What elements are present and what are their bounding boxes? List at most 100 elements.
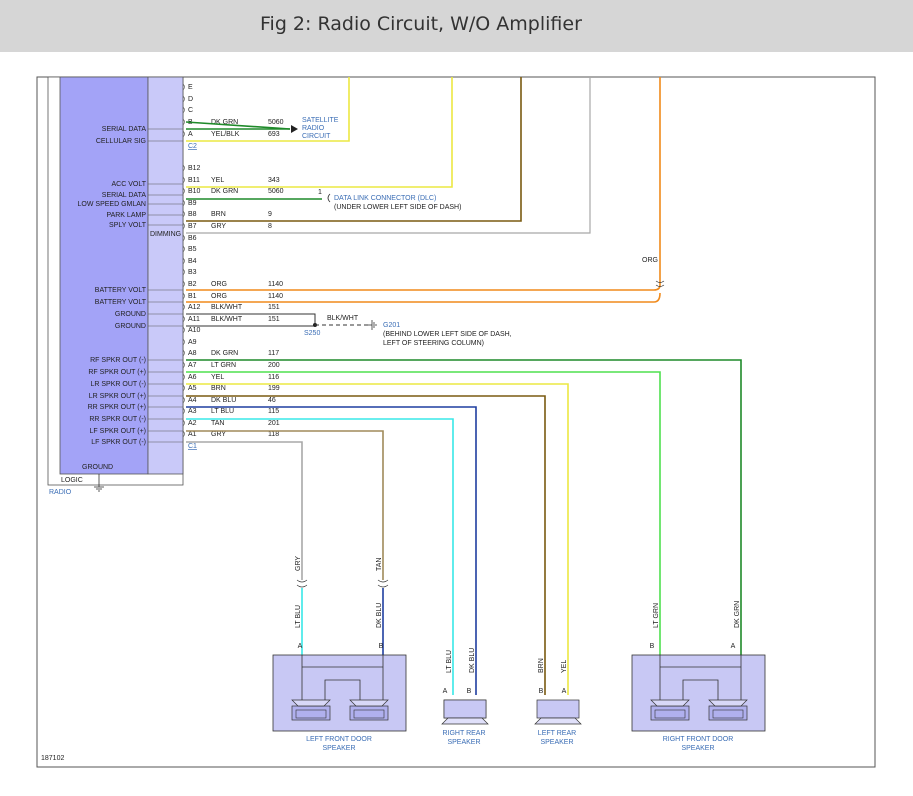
dlc-location-label: (UNDER LOWER LEFT SIDE OF DASH): [334, 204, 461, 211]
wire-circuit-label: 1140: [268, 293, 283, 300]
pin-label: A6: [188, 374, 197, 381]
figure-id: 187102: [41, 755, 64, 762]
pin-terminal-icon: [182, 164, 185, 172]
lrs-speaker-name: LEFT REAR: [538, 730, 576, 737]
radio-signal-label: GROUND: [115, 311, 146, 318]
wire-circuit-label: 343: [268, 177, 280, 184]
wire-color-label: BLK/WHT: [211, 316, 243, 323]
lrs-wire-label-b: YEL: [561, 660, 568, 673]
rr-speaker-name: RIGHT REAR: [442, 730, 485, 737]
wire-circuit-label: 46: [268, 397, 276, 404]
lf-wire-upper-label-a: GRY: [295, 556, 302, 571]
radio-signal-label: LF SPKR OUT (+): [90, 428, 146, 435]
rf-internal-wiring: [659, 655, 742, 700]
lf-wire-lower-label-a: LT BLU: [295, 605, 302, 628]
connector-c2-label: C2: [188, 143, 197, 150]
radio-signal-label: RF SPKR OUT (-): [90, 357, 146, 364]
pin-label: A3: [188, 408, 197, 415]
wire-acc-volt: [186, 77, 453, 188]
lf-speaker-name-2: SPEAKER: [322, 745, 355, 752]
rr-speaker-icon: [441, 699, 489, 725]
radio-logic-label: LOGIC: [61, 477, 83, 484]
wire-circuit-label: 1140: [268, 281, 283, 288]
pin-label: C: [188, 107, 193, 114]
rr-pin-b: B: [467, 688, 472, 695]
radio-signal-label: SERIAL DATA: [102, 192, 147, 199]
wire-color-label: DK BLU: [211, 397, 236, 404]
rf-speaker-name: RIGHT FRONT DOOR: [663, 736, 734, 743]
pin-terminal-icon: [182, 384, 185, 392]
wire-circuit-label: 201: [268, 420, 280, 427]
rfs-pin-b: B: [650, 643, 655, 650]
pin-terminal-icon: [182, 118, 185, 126]
pin-label: A: [188, 131, 193, 138]
radio-signal-label: BATTERY VOLT: [95, 299, 147, 306]
pin-label: B12: [188, 165, 201, 172]
pin-label: B10: [188, 188, 201, 195]
lr-speaker-icon: [534, 699, 582, 725]
pin-terminal-icon: [182, 130, 185, 138]
pin-label: B2: [188, 281, 197, 288]
wire-color-label: BLK/WHT: [211, 304, 243, 311]
satellite-label-3: CIRCUIT: [302, 133, 331, 140]
radio-signal-label: RR SPKR OUT (-): [89, 416, 146, 423]
pin-label: A12: [188, 304, 201, 311]
wire-color-label: ORG: [211, 281, 227, 288]
wire-color-label: LT BLU: [211, 408, 234, 415]
satellite-arrow-icon: [291, 125, 298, 133]
wire-circuit-label: 5060: [268, 188, 284, 195]
satellite-label-1: SATELLITE: [302, 117, 339, 124]
rr-speaker-name-2: SPEAKER: [447, 739, 480, 746]
g201-ground-icon: [368, 320, 377, 330]
radio-signal-label: PARK LAMP: [106, 212, 146, 219]
ground-wire-label: BLK/WHT: [327, 315, 359, 322]
wire-circuit-label: 8: [268, 223, 272, 230]
g201-location-1: (BEHIND LOWER LEFT SIDE OF DASH,: [383, 331, 512, 338]
pin-label: D: [188, 96, 193, 103]
chassis-ground-icon: [94, 486, 104, 492]
wire-color-label: YEL: [211, 177, 224, 184]
wire-circuit-label: 200: [268, 362, 280, 369]
pin-terminal-icon: [182, 199, 185, 207]
pin-terminal-icon: [182, 338, 185, 346]
pin-label: B11: [188, 177, 200, 184]
lf-internal-wiring: [301, 655, 384, 700]
pin-terminal-icon: [182, 268, 185, 276]
radio-signal-label: CELLULAR SIG: [96, 138, 146, 145]
pin-label: A1: [188, 431, 197, 438]
pin-label: B6: [188, 235, 197, 242]
pin-label: A4: [188, 397, 197, 404]
wire-circuit-label: 5060: [268, 119, 284, 126]
pin-terminal-icon: [182, 361, 185, 369]
dlc-pin-label: 1: [318, 189, 322, 196]
lf-wire-lower-label-b: DK BLU: [376, 603, 383, 628]
lrs-pin-b: B: [539, 688, 544, 695]
dimming-label: DIMMING: [150, 231, 181, 238]
wire-rr-pos: [186, 406, 477, 695]
wire-color-label: DK GRN: [211, 188, 238, 195]
wire-color-label: BRN: [211, 385, 226, 392]
dlc-connector-icon: [327, 193, 331, 203]
pin-terminal-icon: [182, 95, 185, 103]
wire-satellite: [185, 121, 291, 130]
pin-terminal-icon: [182, 280, 185, 288]
radio-signal-label: GROUND: [115, 323, 146, 330]
wire-circuit-label: 116: [268, 374, 279, 381]
pin-terminal-icon: [182, 326, 185, 334]
wire-rf-neg: [186, 359, 742, 655]
pin-label: E: [188, 84, 193, 91]
lf-speaker-name: LEFT FRONT DOOR: [306, 736, 372, 743]
lrs-speaker-name-2: SPEAKER: [540, 739, 573, 746]
wire-lr-neg: [186, 383, 569, 695]
wire-battery-2: [186, 292, 661, 303]
rfs-pin-a: A: [731, 643, 736, 650]
wire-park-lamp: [186, 77, 522, 222]
pin-label: B5: [188, 246, 197, 253]
wire-color-label: GRY: [211, 431, 226, 438]
pin-terminal-icon: [182, 373, 185, 381]
pin-terminal-icon: [182, 83, 185, 91]
pin-label: B1: [188, 293, 197, 300]
pin-label: A2: [188, 420, 197, 427]
rfs-wire-label-b: DK GRN: [734, 601, 741, 628]
